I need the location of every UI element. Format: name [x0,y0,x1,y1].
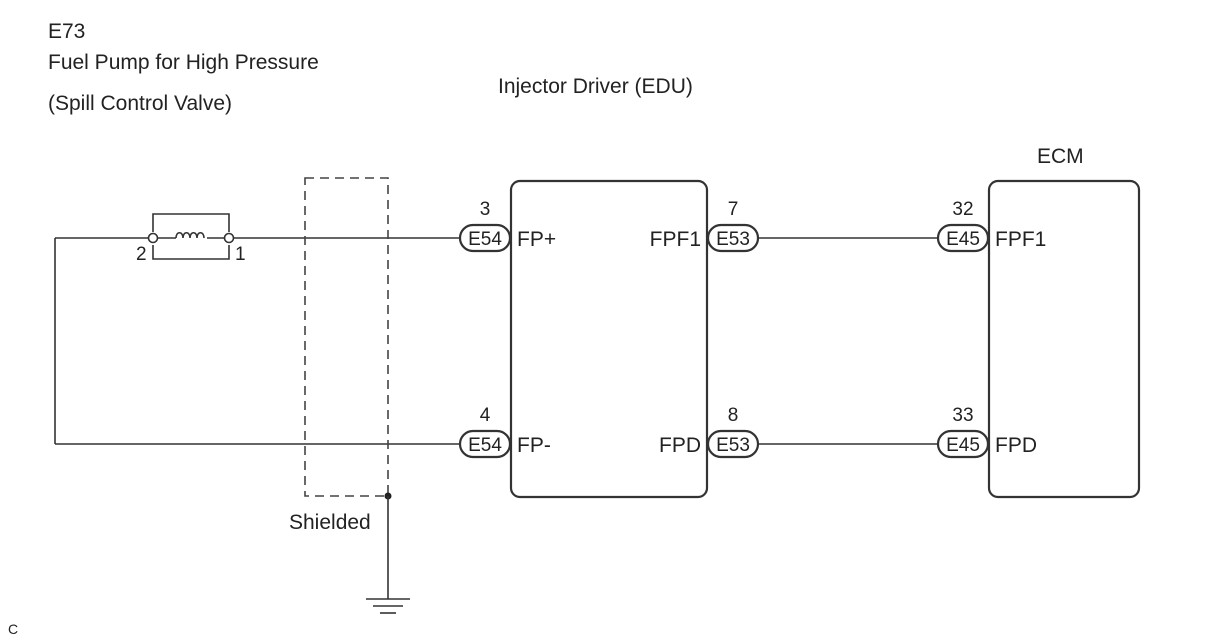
edu-title: Injector Driver (EDU) [498,75,693,98]
fuel-pump-solenoid [147,213,235,260]
connector-e53-bottom: E53 [706,429,760,459]
edu-terminal-fp-plus: FP+ [517,228,556,251]
coil-icon [175,231,205,239]
svg-text:E45: E45 [946,229,980,250]
edu-pin-3: 3 [480,199,491,220]
svg-text:E53: E53 [716,229,750,250]
wires [54,237,938,445]
pump-subname: (Spill Control Valve) [48,92,232,115]
edu-terminal-fpd: FPD [659,434,701,457]
edu-box [509,179,709,499]
ecm-terminal-fpf1: FPF1 [995,228,1046,251]
connector-e54-top: E54 [458,223,512,253]
terminal-1-icon [223,232,235,244]
ground-icon [366,598,410,614]
svg-text:E54: E54 [468,435,502,456]
shield-label: Shielded [289,511,371,534]
shield-outline [304,177,389,497]
ecm-terminal-fpd: FPD [995,434,1037,457]
corner-mark: C [8,621,18,637]
edu-terminal-fp-minus: FP- [517,434,551,457]
solenoid-housing-bottom [152,245,230,260]
pump-code: E73 [48,20,85,43]
svg-text:E45: E45 [946,435,980,456]
svg-text:E53: E53 [716,435,750,456]
connector-e45-top: E45 [936,223,990,253]
ecm-title: ECM [1037,145,1084,168]
pump-pin-2: 2 [136,244,147,265]
ecm-box [987,179,1141,499]
connector-e54-bottom: E54 [458,429,512,459]
connector-e53-top: E53 [706,223,760,253]
solenoid-housing [152,213,230,232]
edu-pin-4: 4 [480,405,491,426]
ecm-pin-32: 32 [952,199,973,220]
edu-pin-7: 7 [728,199,739,220]
svg-text:E54: E54 [468,229,502,250]
edu-terminal-fpf1: FPF1 [650,228,701,251]
connector-e45-bottom: E45 [936,429,990,459]
ecm-pin-33: 33 [952,405,973,426]
pump-pin-1: 1 [235,244,246,265]
edu-pin-8: 8 [728,405,739,426]
terminal-2-icon [147,232,159,244]
pump-name: Fuel Pump for High Pressure [48,51,319,74]
